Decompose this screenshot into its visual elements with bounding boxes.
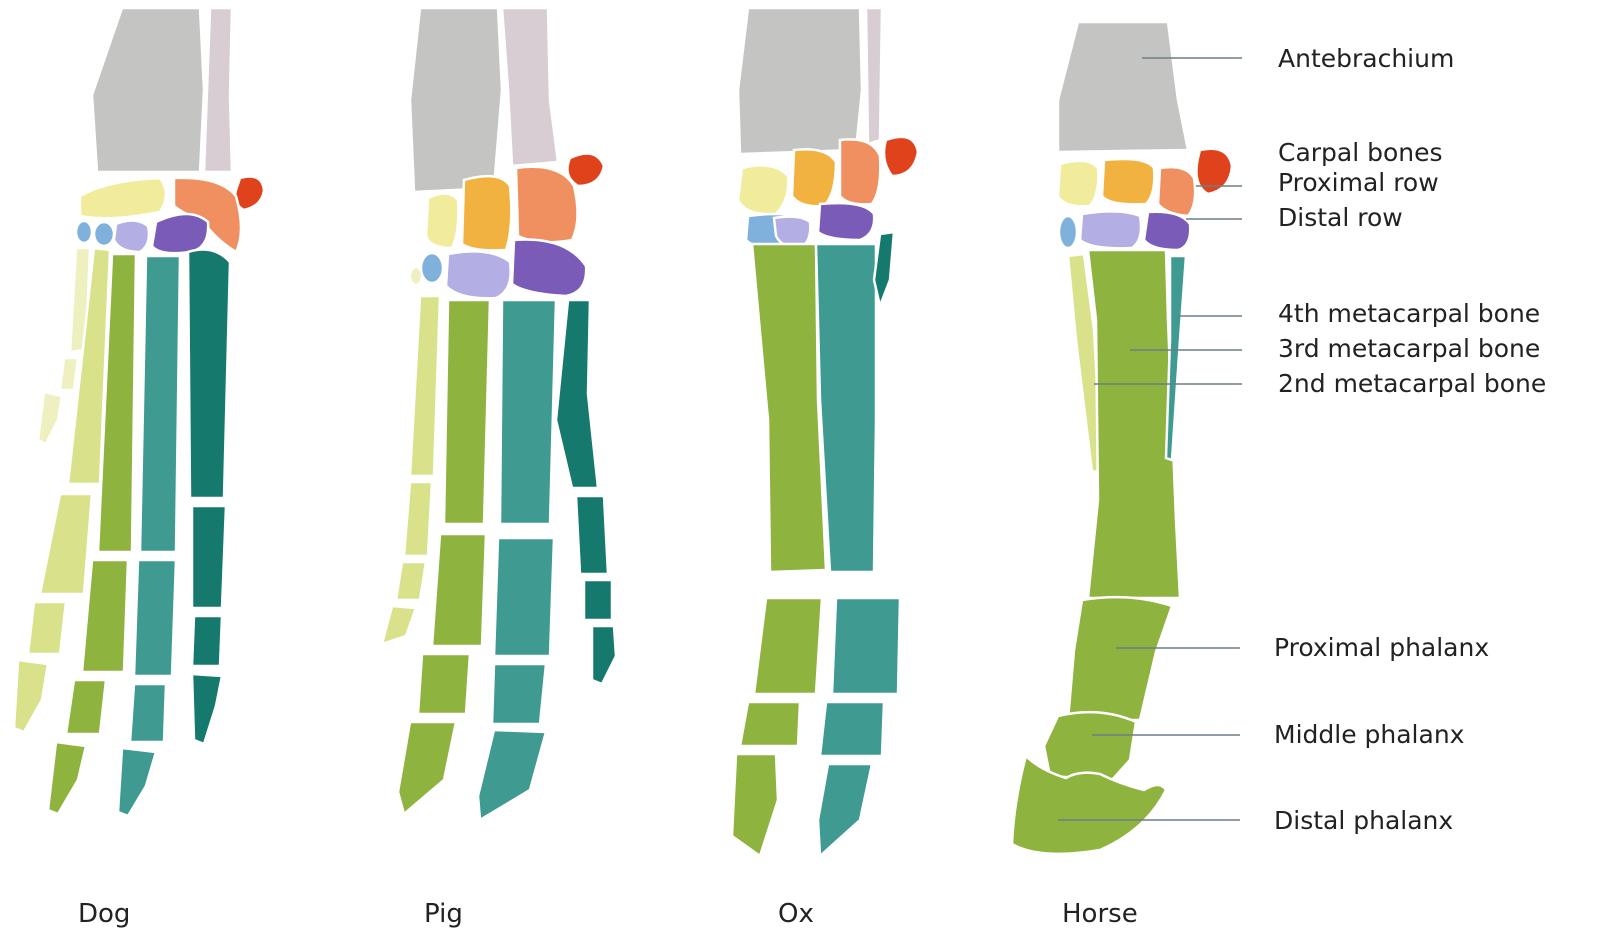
ox-ulnar-carpal [840, 139, 880, 204]
species-pig: Pig [424, 899, 463, 929]
label-proximal-row: Proximal row [1278, 168, 1439, 197]
dog-phalanx-2b [28, 602, 66, 654]
dog-phalanx-2a [40, 494, 92, 594]
pig-phalanx-5b [584, 580, 612, 620]
ox-phalanx-3a [754, 598, 822, 694]
dog-phalanx-3b [66, 680, 106, 734]
ox-accessory-carpal [884, 137, 918, 176]
dog-claw-3 [48, 742, 86, 814]
ox-claw-3 [732, 754, 778, 856]
ox-metacarpal-3 [752, 244, 826, 572]
dog-phalanx-4b [130, 684, 166, 742]
label-middle-phalanx: Middle phalanx [1274, 720, 1464, 749]
dog-phalanx-4a [134, 560, 176, 676]
label-metacarpal-3: 3rd metacarpal bone [1278, 334, 1540, 363]
pig-phalanx-4a [494, 538, 554, 656]
horse-middle-phalanx [1044, 712, 1136, 780]
dog-phalanx-3a [82, 560, 128, 672]
pig-forelimb [382, 8, 616, 820]
dog-phalanx-5a [192, 506, 226, 608]
pig-ulnar-carpal [516, 167, 578, 242]
dog-carpal-1 [76, 221, 92, 243]
dog-radial-carpal [80, 178, 166, 218]
pig-carpal-2 [421, 253, 443, 283]
ox-forelimb [732, 8, 918, 856]
ox-intermediate-carpal [792, 149, 836, 206]
dog-forelimb [14, 8, 264, 816]
horse-carpal-3 [1080, 211, 1141, 248]
pig-accessory-carpal [567, 154, 604, 187]
pig-radius [410, 8, 502, 192]
horse-metacarpal-4 [1166, 256, 1186, 460]
dog-ulna [204, 8, 232, 172]
species-labels: Dog Pig Ox Horse [78, 899, 1138, 929]
dog-claw-2 [14, 660, 48, 732]
label-distal-row: Distal row [1278, 203, 1403, 232]
pig-claw-2 [382, 606, 416, 644]
ox-radial-carpal [738, 165, 788, 214]
dog-carpal-4 [152, 214, 208, 253]
ox-carpal-4 [818, 203, 874, 240]
dog-phalanx-5b [192, 616, 222, 666]
dog-carpal-2 [94, 222, 114, 246]
pig-phalanx-2b [396, 562, 426, 600]
dog-radius [92, 8, 204, 172]
label-metacarpal-4: 4th metacarpal bone [1278, 299, 1540, 328]
horse-carpal-2 [1059, 216, 1077, 248]
horse-accessory-carpal [1196, 149, 1232, 194]
pig-metacarpal-5 [556, 300, 598, 488]
pig-radial-carpal [426, 193, 458, 248]
ox-claw-4 [818, 764, 872, 856]
ox-phalanx-4b [820, 702, 884, 756]
pig-claw-3 [398, 722, 456, 814]
dog-claw-1 [38, 392, 62, 444]
label-antebrachium: Antebrachium [1278, 44, 1454, 73]
pig-metacarpal-2 [410, 296, 440, 476]
ox-phalanx-3b [740, 702, 800, 746]
label-distal-phalanx: Distal phalanx [1274, 806, 1453, 835]
species-dog: Dog [78, 899, 130, 929]
pig-claw-4 [478, 730, 546, 820]
pig-phalanx-2a [404, 482, 432, 556]
pig-carpal-4 [512, 240, 586, 296]
horse-radius [1058, 22, 1188, 152]
horse-intermediate-carpal [1102, 159, 1154, 204]
pig-claw-5 [592, 626, 616, 684]
horse-ulnar-carpal [1158, 167, 1195, 216]
species-ox: Ox [778, 899, 814, 929]
horse-carpal-4 [1144, 212, 1190, 250]
pig-carpal-3 [446, 251, 511, 298]
horse-proximal-phalanx [1068, 597, 1172, 720]
label-metacarpal-2: 2nd metacarpal bone [1278, 369, 1546, 398]
label-carpal-bones: Carpal bones [1278, 138, 1443, 167]
ox-radius [738, 8, 862, 154]
species-horse: Horse [1062, 899, 1138, 929]
label-proximal-phalanx: Proximal phalanx [1274, 633, 1489, 662]
anatomy-labels: Antebrachium Carpal bones Proximal row D… [1274, 44, 1546, 835]
horse-forelimb [1012, 22, 1232, 854]
dog-phalanx-1a [60, 358, 78, 390]
dog-metacarpal-5 [188, 250, 230, 498]
dog-metacarpal-4 [140, 256, 180, 552]
pig-phalanx-3b [418, 654, 470, 714]
pig-intermediate-carpal [462, 176, 511, 250]
dog-claw-4 [118, 748, 156, 816]
pig-metacarpal-3 [444, 300, 490, 524]
pig-phalanx-3a [432, 534, 486, 646]
pig-phalanx-4b [492, 664, 546, 724]
pig-ulna [502, 8, 558, 166]
horse-radial-carpal [1058, 161, 1098, 206]
ox-phalanx-4a [832, 598, 900, 694]
ox-ulna [866, 8, 882, 144]
pig-metacarpal-4 [500, 300, 556, 524]
pig-phalanx-5a [576, 496, 608, 574]
dog-carpal-3 [114, 220, 149, 252]
dog-claw-5 [192, 674, 222, 744]
